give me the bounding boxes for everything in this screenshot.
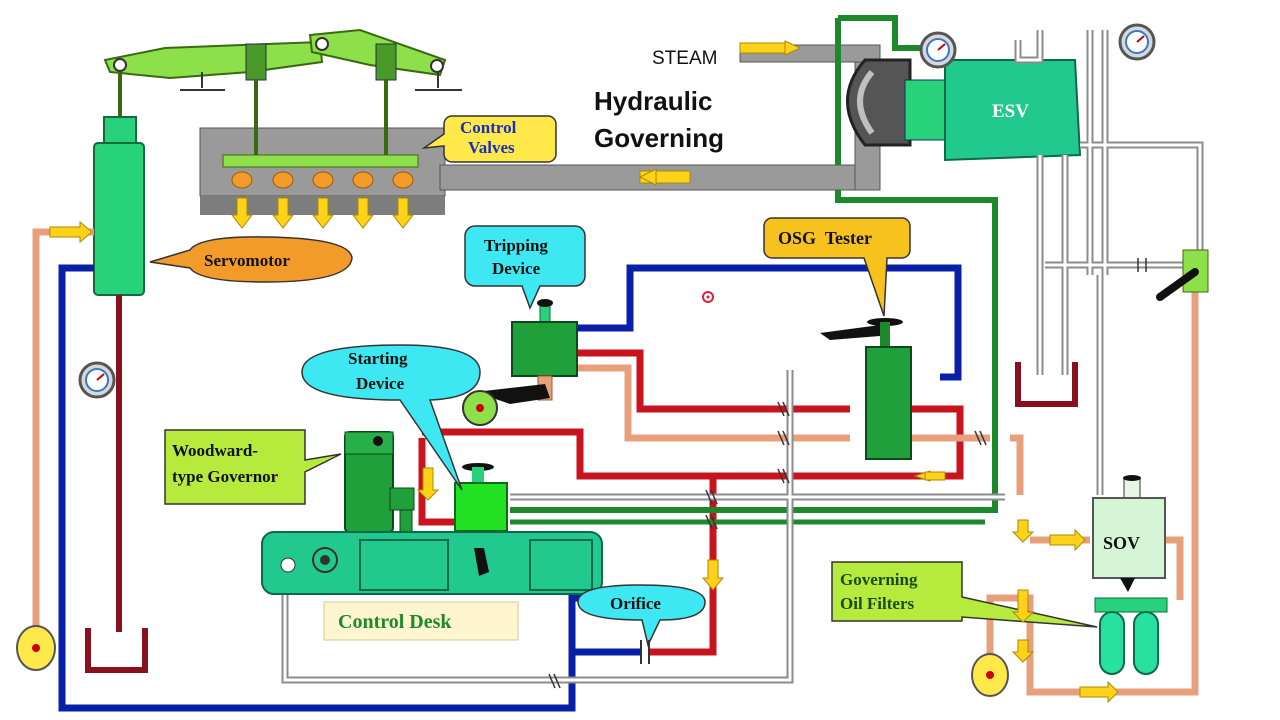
tripping-device [462, 299, 578, 426]
filters-label-2: Oil Filters [840, 594, 915, 613]
woodward-label-1: Woodward- [172, 441, 258, 460]
governing-oil-filters-callout: Governing Oil Filters [831, 561, 1098, 628]
red-pipe-orifice [650, 476, 717, 656]
blue-pipe-upper [570, 264, 962, 381]
control-valves-label-2: Valves [468, 138, 515, 157]
pressure-gauge-icon [1118, 23, 1156, 61]
esv-label: ESV [992, 101, 1029, 122]
oil-pump-icon [971, 653, 1009, 697]
orifice-label: Orifice [610, 594, 661, 613]
sov-label: SOV [1103, 533, 1140, 553]
salmon-pipe-right [986, 275, 1199, 696]
woodward-governor-callout: Woodward- type Governor [164, 429, 342, 505]
woodward-governor [344, 431, 415, 536]
sov: SOV [1092, 475, 1166, 579]
control-valves-label-1: Control [460, 118, 517, 137]
steam-label: STEAM [652, 48, 717, 69]
control-desk-label-box: Control Desk [323, 601, 519, 641]
red-pipe-osg [905, 405, 964, 480]
osg-tester [820, 318, 912, 460]
filters-label-1: Governing [840, 570, 918, 589]
blue-pipe [58, 264, 640, 712]
servomotor-callout: Servomotor [149, 236, 353, 283]
control-valves [222, 154, 419, 229]
lever-linkage [103, 28, 462, 160]
tripping-device-label-2: Device [492, 259, 541, 278]
salmon-pipe-mid [578, 364, 990, 442]
flow-arrows [416, 467, 1035, 663]
lever-switch-icon [1156, 249, 1209, 301]
starting-device-label-1: Starting [348, 349, 408, 368]
pressure-gauge-icon [78, 361, 116, 399]
oil-pump-icon [16, 625, 56, 671]
tripping-device-callout: Tripping Device [464, 225, 586, 310]
tripping-device-label-1: Tripping [484, 236, 548, 255]
starting-device-callout: Starting Device [301, 344, 481, 491]
cursor-indicator [702, 291, 714, 303]
starting-device-label-2: Device [356, 374, 405, 393]
servomotor [85, 116, 148, 673]
esv: ESV [846, 58, 1082, 162]
pipe-break-marks [548, 258, 1147, 689]
red-pipe-main [578, 349, 850, 413]
diagram-title-line1: Hydraulic [594, 86, 713, 116]
orifice-icon [640, 640, 650, 664]
servomotor-label: Servomotor [204, 251, 290, 270]
orifice-callout: Orifice [577, 584, 706, 648]
woodward-label-2: type Governor [172, 467, 279, 486]
osg-tester-callout: OSG Tester [763, 217, 911, 317]
starting-device [454, 463, 508, 532]
control-valves-callout: Control Valves [421, 115, 557, 163]
control-desk [261, 531, 603, 595]
osg-tester-label: OSG Tester [778, 228, 872, 248]
control-desk-label: Control Desk [338, 611, 452, 633]
pressure-gauge-icon [919, 31, 957, 69]
governing-oil-filters [1094, 578, 1168, 675]
red-pipe-desk [418, 428, 930, 526]
diagram-title-line2: Governing [594, 123, 724, 153]
